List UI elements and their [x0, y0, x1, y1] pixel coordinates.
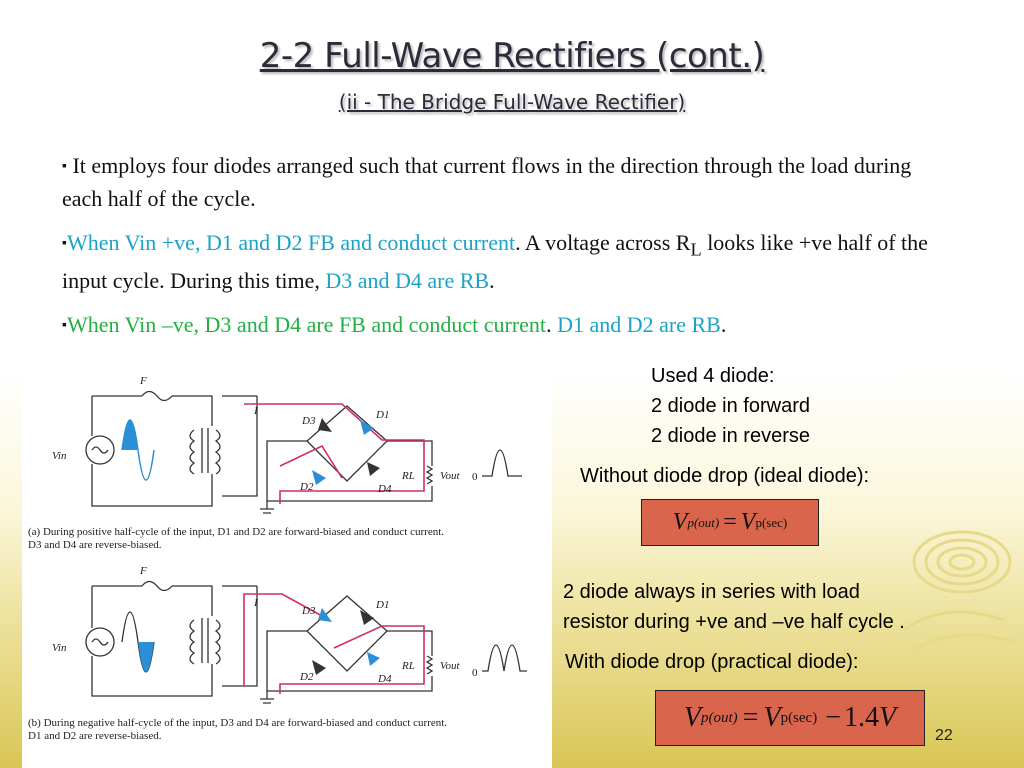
label-f-a: F [139, 375, 147, 387]
bullet-2-cyan2: D3 and D4 are RB [325, 268, 490, 294]
bullet-2-sub: L [690, 239, 702, 260]
bullet-marker: ▪ [62, 318, 67, 334]
output-wave-a [482, 449, 522, 477]
label-zero-b: 0 [472, 667, 478, 679]
label-vin-b: Vin [52, 642, 67, 654]
bullet-2-black2: looks like +ve half of the input cycle. … [62, 230, 928, 294]
label-f-b: F [139, 565, 147, 577]
diode-d3-icon [318, 608, 332, 622]
label-d2-a: D2 [299, 481, 314, 493]
caption-b-line-1: (b) During negative half-cycle of the in… [28, 717, 448, 729]
label-vout-b: Vout [440, 660, 461, 672]
practical-diode-label: With diode drop (practical diode): [565, 651, 859, 673]
bullet-marker: ▪ [62, 236, 67, 251]
formula2-rhs: V [763, 702, 781, 733]
slide-title: 2-2 Full-Wave Rectifiers (cont.) [259, 36, 765, 76]
input-wave-a-fill [122, 420, 138, 450]
label-d4-b: D4 [377, 673, 392, 685]
bullet-marker: ▪ [62, 159, 67, 174]
label-d2-b: D2 [299, 671, 314, 683]
series-note: 2 diode always in series with load resis… [563, 577, 905, 637]
caption-a-line-2: D3 and D4 are reverse-biased. [28, 539, 162, 551]
label-d4-a: D4 [377, 483, 392, 495]
formula2-lhs: V [683, 702, 701, 733]
label-d3-b: D3 [301, 605, 316, 617]
bullet-1: ▪ It employs four diodes arranged such t… [62, 150, 942, 215]
bridge-rectifier-figure: F Vin I D1 D2 D3 D4 RL Vout 0 F Vin I D1… [22, 366, 552, 768]
formula1-rhs-sub: p(sec) [755, 514, 788, 530]
ac-source-icon [85, 627, 115, 657]
swirl-decoration [903, 530, 1015, 652]
label-zero-a: 0 [472, 471, 478, 483]
circuit-b-current [243, 593, 425, 694]
formula2-const: 1.4 [844, 702, 880, 733]
formula1-lhs: V [672, 509, 688, 535]
slide-subtitle: (ii - The Bridge Full-Wave Rectifier) [338, 90, 686, 114]
label-rl-b: RL [401, 660, 415, 672]
formula1-eq: = [723, 509, 737, 535]
bullet-3-black1: . [546, 312, 558, 338]
bullet-2: ▪When Vin +ve, D1 and D2 FB and conduct … [62, 227, 942, 297]
circuit-b [85, 580, 434, 704]
circuit-a-diodes [312, 418, 380, 485]
diode-d4-icon [367, 462, 380, 476]
formula2-eq: = [742, 702, 759, 733]
formula1-lhs-sub: p(out) [687, 514, 720, 530]
circuit-a [85, 390, 434, 514]
bullet-2-cyan: When Vin +ve, D1 and D2 FB and conduct c… [66, 230, 516, 255]
label-d3-a: D3 [301, 415, 316, 427]
caption-a: (a) During positive half-cycle of the in… [28, 526, 444, 552]
formula2-unit: V [879, 702, 897, 733]
label-vin-a: Vin [52, 450, 67, 462]
diode-d3-icon [318, 418, 332, 432]
circuit-a-current [244, 403, 425, 504]
used-line-1: Used 4 diode: [651, 365, 775, 387]
diode-d2-icon [312, 470, 326, 485]
used-line-2: 2 diode in forward [651, 395, 810, 417]
diode-d1-icon [360, 610, 374, 625]
ac-source-icon [85, 435, 115, 465]
label-d1-b: D1 [375, 599, 389, 611]
caption-b: (b) During negative half-cycle of the in… [28, 717, 447, 743]
diode-d4-icon [367, 652, 380, 666]
caption-a-line-1: (a) During positive half-cycle of the in… [28, 526, 445, 538]
bullet-2-black1: . A voltage across R [515, 230, 691, 255]
formula2-rhs-sub: p(sec) [780, 709, 818, 726]
fuse-icon [141, 390, 173, 402]
formula1-rhs: V [740, 509, 756, 535]
diode-d1-icon [360, 420, 374, 435]
circuit-b-diodes [312, 608, 380, 675]
page-number: 22 [935, 727, 953, 744]
bullet-3-cyan: D1 and D2 are RB [557, 312, 721, 338]
circuit-diagram: F Vin I D1 D2 D3 D4 RL Vout 0 F Vin I D1… [52, 375, 527, 704]
series-line-1: 2 diode always in series with load [563, 581, 860, 603]
bullet-3-black2: . [720, 312, 727, 338]
diode-usage-note: Used 4 diode: 2 diode in forward 2 diode… [651, 361, 810, 451]
label-i-a: I [253, 405, 259, 417]
caption-b-line-2: D1 and D2 are reverse-biased. [28, 730, 162, 742]
bullet-3-green: When Vin –ve, D3 and D4 are FB and condu… [66, 312, 547, 338]
ideal-diode-label: Without diode drop (ideal diode): [580, 465, 870, 487]
used-line-3: 2 diode in reverse [651, 425, 810, 447]
formula2-lhs-sub: p(out) [700, 709, 738, 726]
label-i-b: I [253, 597, 259, 609]
diode-d2-icon [312, 660, 326, 675]
bullet-1-text: It employs four diodes arranged such tha… [62, 153, 912, 211]
input-wave-b-fill [138, 642, 154, 672]
series-line-2: resistor during +ve and –ve half cycle . [563, 611, 905, 633]
label-d1-a: D1 [375, 409, 389, 421]
bullet-2-black3: . [489, 268, 495, 294]
output-wave-b [482, 644, 527, 672]
label-vout-a: Vout [440, 470, 461, 482]
bullet-3: ▪When Vin –ve, D3 and D4 are FB and cond… [62, 309, 942, 342]
label-rl-a: RL [401, 470, 415, 482]
bullet-list: ▪ It employs four diodes arranged such t… [62, 150, 942, 354]
fuse-icon [141, 580, 173, 592]
formula2-minus: − [825, 702, 842, 733]
